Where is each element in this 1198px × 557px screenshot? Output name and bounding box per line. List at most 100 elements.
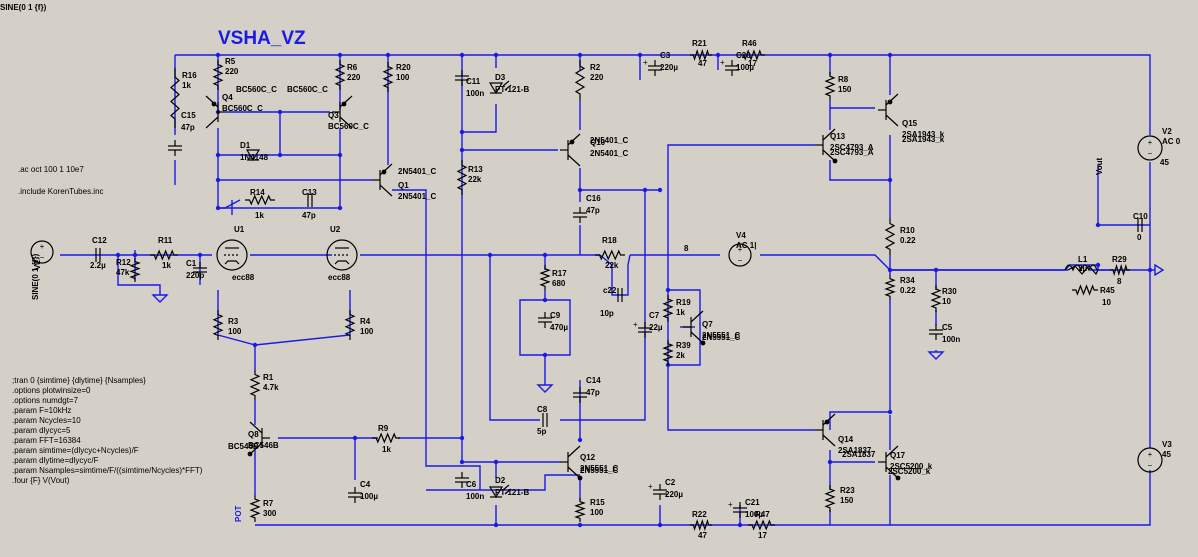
minus-icon: −	[40, 253, 45, 262]
component-name: Q8	[248, 430, 259, 439]
component-name: D3	[495, 73, 506, 82]
component-name: R29	[1112, 255, 1127, 264]
component-name: C2	[665, 478, 676, 487]
component-value: 150	[840, 496, 854, 505]
component-name: V1	[0, 0, 10, 2]
voltage-source-v1[interactable]: +−V1SINE(0 1 {f})	[0, 0, 54, 264]
component-name: R45	[1100, 286, 1115, 295]
plus-icon: +	[738, 245, 743, 254]
wire	[829, 411, 890, 430]
component-value: AC 0	[1162, 137, 1181, 146]
component-value: PT-121-B	[495, 488, 529, 497]
junction-dot	[577, 522, 583, 528]
component-value: 47p	[586, 206, 600, 215]
component-name: R7	[263, 499, 274, 508]
component-name: C7	[649, 311, 660, 320]
inductor-l1[interactable]	[1067, 265, 1099, 276]
component-value: 300	[263, 509, 277, 518]
component-value: ecc88	[328, 273, 351, 282]
wire	[545, 299, 571, 356]
component-value: 17	[758, 531, 767, 540]
junction-dot	[642, 187, 648, 193]
component-value: 100n	[942, 335, 960, 344]
transistor-q1-model: 2N5401_C	[398, 167, 436, 176]
resistor-r1[interactable]: R14.7k	[249, 370, 279, 400]
wire	[426, 474, 580, 491]
component-value: 220µ	[660, 63, 678, 72]
component-value: 4.7k	[263, 383, 279, 392]
junction-dot	[215, 205, 221, 211]
component-value: 2SA1943_k	[902, 130, 945, 139]
component-value: 2µ	[1078, 264, 1087, 273]
